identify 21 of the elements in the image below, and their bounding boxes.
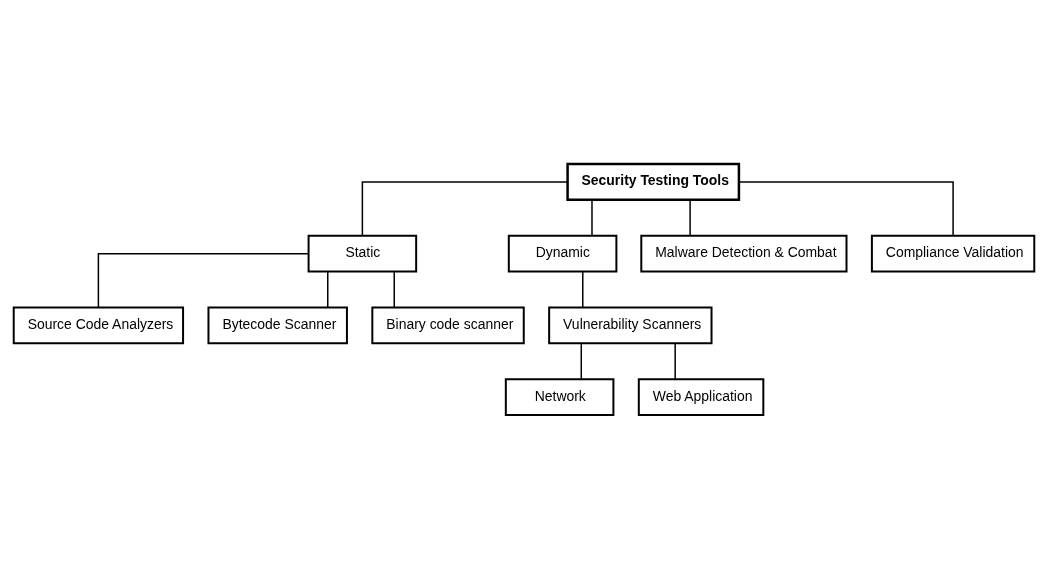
- connector: [393, 271, 395, 308]
- connector: [591, 199, 593, 237]
- connector: [580, 342, 583, 380]
- connector: [738, 181, 954, 237]
- connector: [97, 252, 310, 308]
- node-box: Dynamic: [507, 234, 618, 273]
- node-box: Web Application: [637, 378, 765, 416]
- node-box: Malware Detection & Combat: [640, 234, 848, 273]
- node-box: Network: [504, 378, 615, 416]
- node-box: Security Testing Tools: [566, 162, 741, 202]
- node-box: Source Code Analyzers: [12, 306, 185, 345]
- node-box: Static: [307, 234, 418, 273]
- connector: [674, 342, 676, 380]
- connector: [582, 271, 584, 308]
- connector: [689, 199, 691, 237]
- node-box: Compliance Validation: [870, 234, 1036, 273]
- node-box: Vulnerability Scanners: [548, 306, 713, 345]
- node-box: Binary code scanner: [371, 306, 525, 345]
- connector: [327, 271, 329, 308]
- node-box: Bytecode Scanner: [207, 306, 348, 345]
- connector: [361, 181, 569, 237]
